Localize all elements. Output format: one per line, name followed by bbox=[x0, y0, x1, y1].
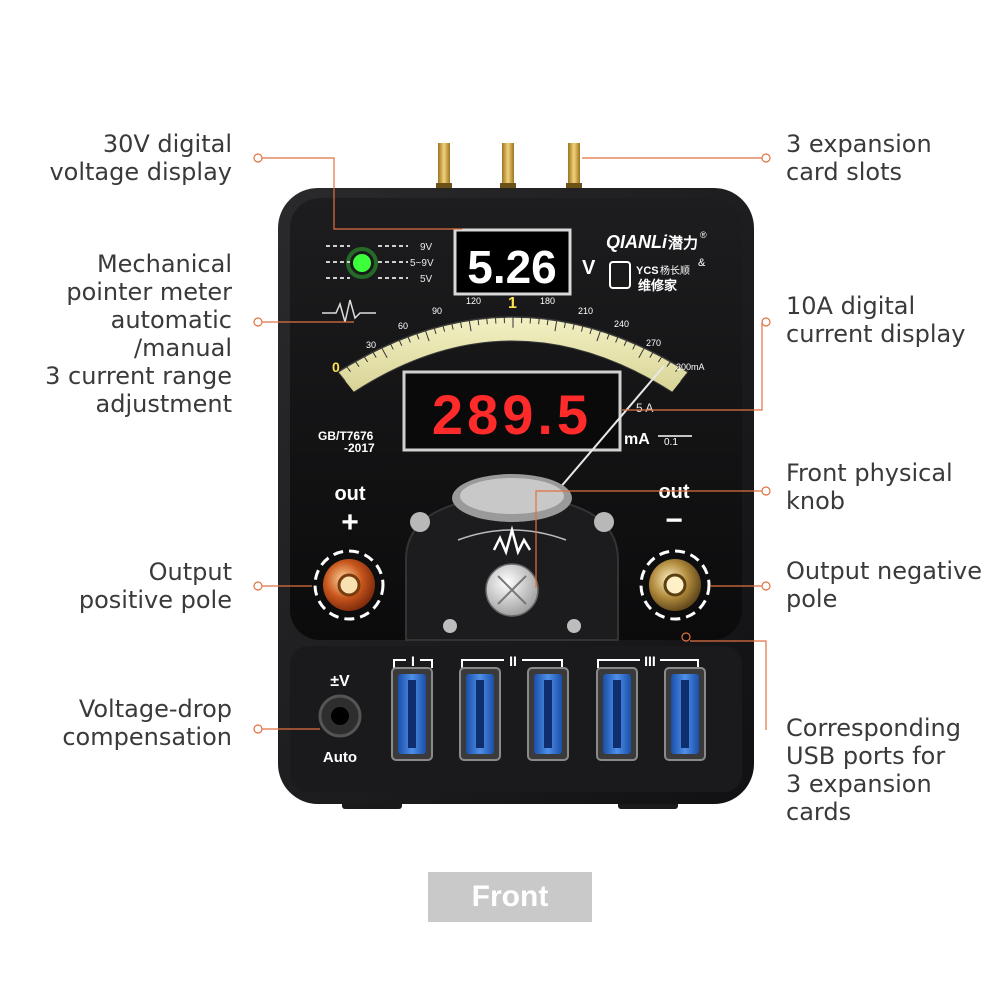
scale-label-90: 90 bbox=[432, 306, 442, 316]
meter-tick bbox=[355, 361, 360, 368]
range-9v-label: 9V bbox=[420, 242, 433, 253]
plus-symbol: + bbox=[341, 506, 359, 539]
current-display bbox=[402, 370, 622, 452]
scale-label-1: 1 bbox=[508, 295, 517, 312]
out-positive-label: out bbox=[334, 483, 365, 505]
meter-tick bbox=[460, 321, 463, 328]
partner-logo-icon bbox=[609, 261, 631, 289]
current-resolution: 0.1 bbox=[664, 437, 678, 448]
pointer-meter: 0 30 60 90 120 1 180 210 240 270 300mA 5… bbox=[322, 295, 705, 415]
meter-tick bbox=[337, 371, 346, 382]
standard-code: GB/T7676 bbox=[318, 429, 374, 443]
callout-expansion-slots: 3 expansion card slots bbox=[786, 130, 932, 186]
meter-tick bbox=[554, 320, 558, 332]
callout-positive-pole: Output positive pole bbox=[78, 558, 232, 614]
meter-tick bbox=[398, 340, 403, 347]
range-indicator-led bbox=[353, 254, 371, 272]
scale-label-240: 240 bbox=[614, 319, 629, 329]
meter-tick bbox=[477, 319, 480, 326]
brand-ampersand: & bbox=[698, 257, 706, 269]
callout-voltage-display: 30V digital voltage display bbox=[49, 130, 232, 186]
callout-pointer-meter: Mechanical pointer meter automatic /manu… bbox=[45, 250, 232, 418]
voltage-value: 5.26 bbox=[467, 241, 557, 293]
scale-label-120: 120 bbox=[466, 296, 481, 306]
brand-logo: QIANLi bbox=[606, 232, 668, 252]
meter-tick bbox=[468, 320, 472, 332]
partner-latin: YCS bbox=[636, 265, 659, 277]
callout-knob: Front physical knob bbox=[786, 459, 953, 515]
meter-tick bbox=[606, 333, 610, 340]
meter-tick bbox=[596, 330, 601, 342]
out-negative-label: out bbox=[658, 481, 689, 503]
auto-label: Auto bbox=[323, 749, 357, 766]
scale-label-300ma: 300mA bbox=[676, 362, 705, 372]
partner-cn-2: 维修家 bbox=[638, 278, 678, 293]
meter-tick bbox=[416, 333, 420, 340]
partner-cn-1: 杨长顺 bbox=[660, 264, 690, 277]
meter-tick bbox=[486, 318, 488, 325]
callout-voltage-drop: Voltage-drop compensation bbox=[62, 695, 232, 751]
voltage-unit: V bbox=[582, 257, 596, 279]
meter-tick bbox=[451, 323, 454, 330]
usb-group-2-label: II bbox=[509, 653, 517, 669]
scale-label-270: 270 bbox=[646, 338, 661, 348]
knob-logo-icon bbox=[492, 525, 532, 556]
callout-negative-pole: Output negative pole bbox=[786, 557, 982, 613]
meter-tick bbox=[425, 330, 430, 342]
minus-symbol: − bbox=[665, 504, 683, 537]
meter-tick bbox=[546, 319, 549, 326]
meter-tick bbox=[442, 325, 446, 332]
scale-label-30: 30 bbox=[366, 340, 376, 350]
meter-tick bbox=[381, 347, 388, 358]
output-positive-terminal[interactable] bbox=[313, 549, 385, 621]
current-unit: mA bbox=[624, 431, 650, 448]
meter-tick bbox=[589, 327, 593, 335]
compensation-symbol: ±V bbox=[330, 673, 350, 690]
usb-group-1-label: I bbox=[411, 653, 415, 669]
usb-port-2[interactable] bbox=[459, 667, 501, 761]
meter-tick bbox=[372, 351, 377, 358]
range-5-9v-label: 5~9V bbox=[410, 258, 434, 269]
usb-port-1[interactable] bbox=[391, 667, 433, 761]
usb-group-3-label: III bbox=[644, 653, 656, 669]
voltage-drop-compensation-jack[interactable] bbox=[318, 694, 362, 738]
meter-tick bbox=[538, 318, 540, 325]
scale-label-60: 60 bbox=[398, 321, 408, 331]
scale-label-0: 0 bbox=[332, 359, 340, 375]
brand-registered: ® bbox=[700, 230, 707, 240]
usb-port-4[interactable] bbox=[596, 667, 638, 761]
usb-port-5[interactable] bbox=[664, 667, 706, 761]
brand-cn: 潜力 bbox=[668, 234, 698, 252]
meter-tick bbox=[407, 336, 411, 343]
usb-port-3[interactable] bbox=[527, 667, 569, 761]
meter-tick bbox=[346, 366, 351, 373]
callout-current-display: 10A digital current display bbox=[786, 292, 966, 348]
callout-usb-ports: Corresponding USB ports for 3 expansion … bbox=[786, 714, 961, 826]
meter-tick bbox=[615, 336, 619, 343]
current-value: 289.5 bbox=[432, 383, 592, 446]
expansion-card-slots bbox=[436, 143, 582, 193]
scale-label-210: 210 bbox=[578, 306, 593, 316]
meter-tick bbox=[572, 323, 575, 330]
view-label-badge: Front bbox=[428, 872, 592, 922]
meter-tick bbox=[390, 343, 394, 350]
meter-tick bbox=[563, 321, 566, 328]
meter-tick bbox=[363, 356, 369, 363]
voltage-display bbox=[453, 228, 572, 296]
waveform-icon bbox=[322, 299, 376, 323]
meter-tick bbox=[433, 327, 437, 335]
meter-tick bbox=[580, 325, 584, 332]
scale-range-5a: 5 A bbox=[636, 401, 653, 415]
standard-year: -2017 bbox=[344, 441, 375, 455]
range-5v-label: 5V bbox=[420, 274, 433, 285]
scale-label-180: 180 bbox=[540, 296, 555, 306]
